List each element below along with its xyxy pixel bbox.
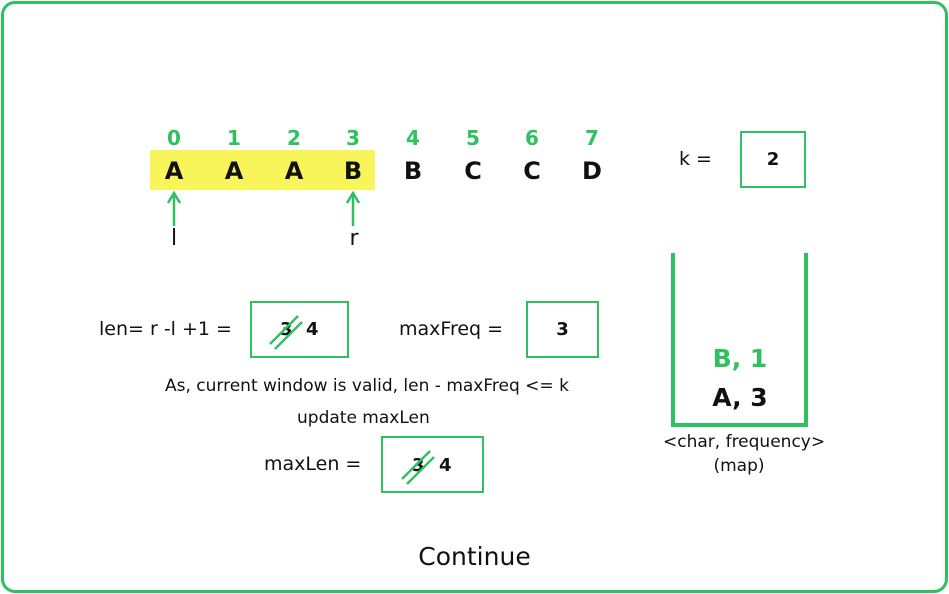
len-new-value: 4	[306, 319, 319, 340]
continue-button[interactable]: Continue	[418, 542, 531, 571]
right-pointer-arrow	[345, 190, 361, 226]
k-label: k =	[679, 148, 712, 170]
map-caption: <char, frequency>	[663, 432, 826, 452]
array-char: C	[523, 157, 541, 185]
k-value: 2	[766, 149, 780, 170]
array-char: A	[164, 157, 184, 185]
left-pointer-label: l	[170, 226, 178, 251]
array-char: B	[403, 157, 423, 185]
max-len-box	[381, 436, 484, 493]
max-freq-label: maxFreq =	[399, 318, 504, 340]
right-pointer-label: r	[349, 226, 359, 251]
array-char: D	[582, 157, 602, 185]
max-len-new-value: 4	[439, 455, 452, 476]
array-index: 1	[227, 126, 241, 150]
len-label: len= r -l +1 =	[99, 318, 232, 340]
len-strikethrough	[269, 315, 303, 350]
max-len-label: maxLen =	[264, 453, 362, 475]
map-bucket	[671, 253, 808, 427]
max-freq-value: 3	[556, 319, 569, 340]
max-len-strikethrough	[401, 450, 435, 485]
valid-window-note: As, current window is valid, len - maxFr…	[165, 376, 569, 396]
array-char: A	[224, 157, 244, 185]
len-box	[250, 301, 349, 358]
array-char: C	[464, 157, 482, 185]
array-char: B	[343, 157, 363, 185]
update-note: update maxLen	[297, 408, 430, 428]
k-box	[740, 131, 806, 188]
array-index: 0	[167, 126, 181, 150]
array-index: 6	[525, 126, 539, 150]
map-entry: A, 3	[712, 383, 768, 412]
array-index: 5	[466, 126, 480, 150]
left-pointer-arrow	[166, 190, 182, 226]
array-index: 2	[287, 126, 301, 150]
array-char: A	[284, 157, 304, 185]
max-freq-box	[526, 301, 599, 358]
map-caption-type: (map)	[713, 456, 765, 476]
map-entry: B, 1	[712, 344, 768, 373]
array-index: 4	[406, 126, 420, 150]
window-highlight	[150, 150, 375, 190]
array-index: 3	[346, 126, 360, 150]
array-index: 7	[585, 126, 599, 150]
